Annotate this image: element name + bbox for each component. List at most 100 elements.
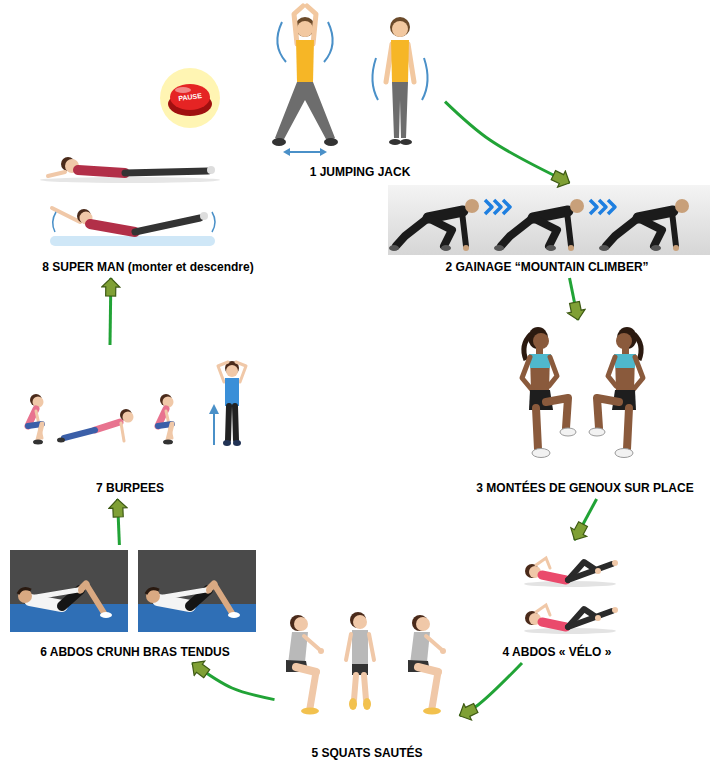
jumping-jack-figures-part bbox=[294, 6, 303, 44]
burpee-figures-part bbox=[28, 394, 44, 445]
circuit-arrow bbox=[192, 663, 274, 700]
jumping-jack-figures-part bbox=[272, 138, 286, 146]
button-label: PAUSE bbox=[178, 92, 202, 102]
jump-squat-figures-part bbox=[363, 698, 371, 710]
exercise-label: 6 ABDOS CRUNH BRAS TENDUS bbox=[38, 645, 232, 660]
mountain-climber-photo-part bbox=[389, 199, 479, 251]
mountain-climber-photo-part bbox=[494, 199, 584, 251]
jumping-jack-figures-part bbox=[324, 22, 333, 62]
crunch-photos-part bbox=[138, 550, 256, 632]
mountain-climber-photo-part-part bbox=[599, 200, 606, 214]
superman-figures-part bbox=[52, 208, 80, 222]
figure-area bbox=[16, 150, 281, 257]
superman-figures-part bbox=[90, 224, 135, 232]
exercise-station: 7 BURPEES bbox=[5, 345, 255, 499]
figure-area bbox=[469, 320, 701, 478]
superman-figures-part bbox=[135, 218, 200, 232]
jump-squat-figures-part bbox=[349, 698, 357, 710]
superman-figures-part bbox=[78, 170, 125, 173]
exercise-station: 1 JUMPING JACK bbox=[275, 2, 445, 183]
jump-squat-figures-part bbox=[353, 615, 367, 629]
pause-button-part bbox=[160, 68, 220, 128]
mountain-climber-photo-part-part bbox=[608, 200, 615, 214]
exercise-label: 5 SQUATS SAUTÉS bbox=[309, 746, 424, 761]
jumping-jack-figures-part bbox=[392, 82, 408, 138]
jumping-jack-figures-part bbox=[277, 22, 286, 62]
mountain-climber-photo bbox=[388, 185, 710, 255]
jumping-jack-figures-part bbox=[422, 58, 428, 100]
jumping-jack-figures-part bbox=[283, 148, 290, 156]
jump-squat-figures bbox=[286, 612, 446, 715]
circuit-arrow bbox=[575, 499, 597, 540]
figure-area bbox=[275, 2, 445, 162]
burpee-figures-part bbox=[158, 394, 174, 445]
jumping-jack-figures-part bbox=[389, 139, 401, 145]
exercise-station: 8 SUPER MAN (monter et descendre) bbox=[16, 150, 281, 278]
pause-button-part bbox=[175, 87, 191, 93]
jumping-jack-figures-part bbox=[296, 40, 314, 82]
jumping-jack-figures-part bbox=[275, 82, 335, 141]
exercise-label: 2 GAINAGE “MOUNTAIN CLIMBER” bbox=[443, 260, 650, 275]
bicycle-crunch-figures-part bbox=[524, 558, 618, 587]
superman-figures bbox=[40, 157, 220, 246]
exercise-station: 2 GAINAGE “MOUNTAIN CLIMBER” bbox=[386, 183, 708, 278]
figure-area bbox=[386, 183, 708, 257]
mountain-climber-photo-part-part bbox=[494, 200, 501, 214]
mountain-climber-photo-part-part bbox=[485, 200, 492, 214]
burpee-figures-part bbox=[64, 430, 95, 438]
burpee-figures-part bbox=[233, 440, 241, 446]
superman-figures-part bbox=[40, 177, 220, 183]
jump-squat-figures-part bbox=[408, 615, 446, 715]
mountain-climber-photo-part-part bbox=[590, 200, 597, 214]
circuit-arrow bbox=[445, 102, 570, 183]
burpee-figures-part bbox=[95, 422, 120, 430]
jumping-jack-figures-part bbox=[307, 6, 316, 44]
jump-squat-figures-part bbox=[369, 634, 374, 660]
exercise-label: 7 BURPEES bbox=[94, 481, 166, 496]
jumping-jack-figures-part bbox=[287, 151, 323, 153]
exercise-station: 5 SQUATS SAUTÉS bbox=[275, 603, 460, 764]
mountain-climber-photo-part bbox=[388, 185, 710, 255]
exercise-station: 6 ABDOS CRUNH BRAS TENDUS bbox=[5, 545, 265, 663]
jumping-jack-figures-part bbox=[324, 138, 338, 146]
burpee-figures-part bbox=[228, 406, 229, 440]
pause-button-part bbox=[170, 84, 210, 110]
figure-area bbox=[5, 345, 255, 478]
jump-squat-figures-part bbox=[350, 612, 366, 628]
exercise-label: 8 SUPER MAN (monter et descendre) bbox=[40, 260, 255, 275]
jump-squat-figures-part bbox=[352, 630, 368, 665]
jumping-jack-figures-part bbox=[390, 17, 410, 37]
superman-figures-part bbox=[207, 166, 215, 174]
exercise-label: 3 MONTÉES DE GENOUX SUR PLACE bbox=[474, 481, 695, 496]
pause-button bbox=[160, 68, 220, 128]
high-knees-figures-part bbox=[522, 327, 576, 458]
figure-area bbox=[5, 545, 265, 642]
jump-squat-figures-part bbox=[364, 675, 366, 700]
mountain-climber-photo-part-part bbox=[503, 200, 510, 214]
mountain-climber-photo-part bbox=[599, 199, 689, 251]
exercise-station: 4 ABDOS « VÉLO » bbox=[470, 540, 645, 663]
jumping-jack-figures-part bbox=[391, 40, 409, 82]
superman-figures-part bbox=[53, 212, 56, 232]
jump-squat-figures-part bbox=[354, 675, 356, 700]
jumping-jack-figures-part bbox=[297, 21, 313, 37]
exercise-label: 4 ABDOS « VÉLO » bbox=[501, 645, 614, 660]
circuit-arrow bbox=[570, 278, 579, 320]
burpee-figures bbox=[28, 361, 246, 446]
superman-figures-part bbox=[125, 171, 208, 173]
burpee-figures-part bbox=[226, 365, 238, 377]
burpee-figures-part bbox=[209, 404, 219, 414]
jumping-jack-figures-part bbox=[386, 44, 392, 82]
bicycle-crunch-figures bbox=[524, 558, 618, 634]
exercise-label: 1 JUMPING JACK bbox=[308, 165, 413, 180]
figure-area bbox=[275, 603, 460, 743]
circuit-arrow bbox=[109, 278, 113, 345]
circuit-arrow bbox=[118, 499, 120, 545]
superman-figures-part bbox=[200, 212, 208, 220]
superman-figures-part bbox=[48, 172, 65, 176]
burpee-figures-part bbox=[57, 438, 65, 443]
jump-squat-figures-part bbox=[346, 634, 351, 660]
burpee-figures-part bbox=[225, 378, 239, 406]
